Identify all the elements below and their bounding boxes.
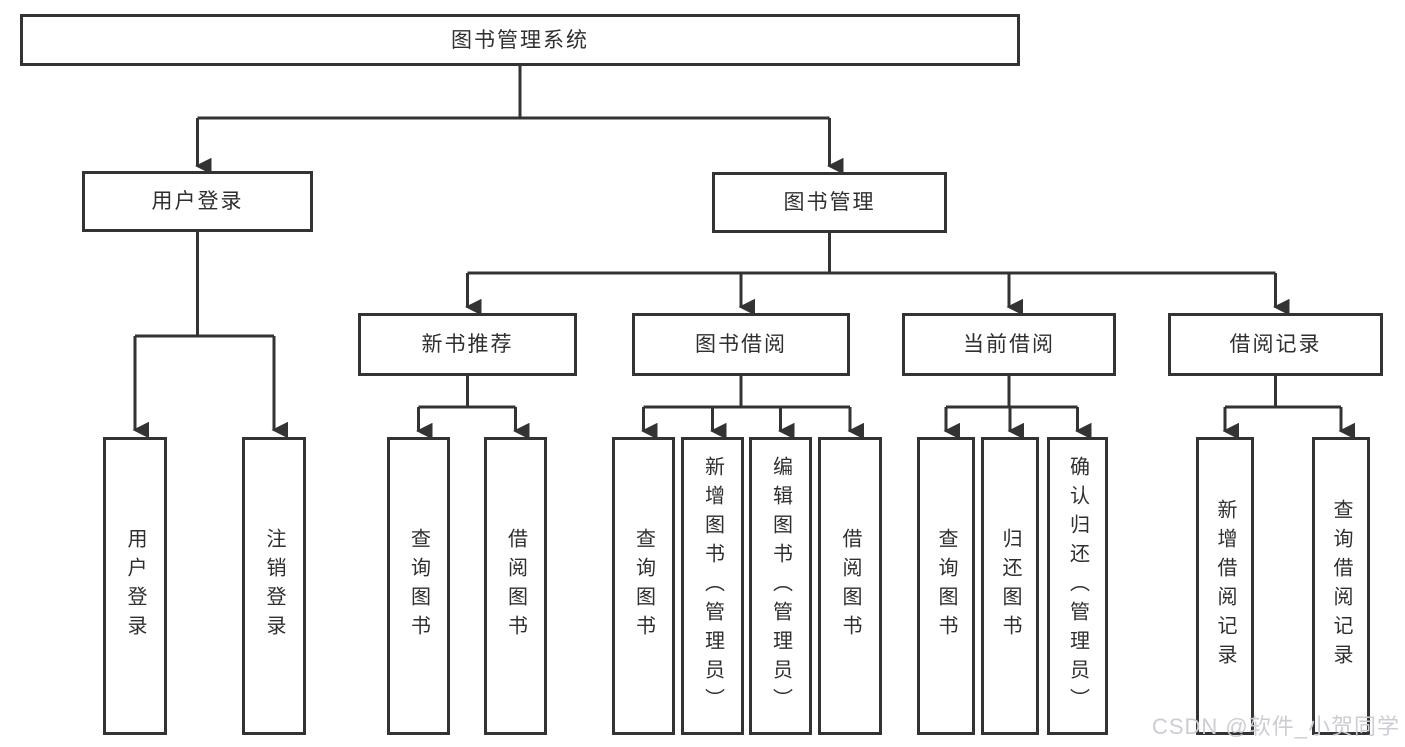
leaf-confirm-return-admin: 确认归还（管理员） — [1047, 437, 1108, 735]
leaf-label: 查询图书 — [407, 528, 430, 644]
leaf-add-book-admin: 新增图书（管理员） — [681, 437, 744, 735]
node-borrowing-records: 借阅记录 — [1168, 313, 1383, 376]
csdn-watermark: CSDN @软件_小贺同学 — [1151, 714, 1400, 739]
node-current-borrowing: 当前借阅 — [902, 313, 1116, 376]
leaf-label: 用户登录 — [124, 528, 146, 644]
node-label: 图书管理系统 — [451, 28, 589, 52]
node-book-borrowing: 图书借阅 — [632, 313, 850, 376]
node-user-login: 用户登录 — [82, 171, 313, 232]
leaf-borrow-books-recommend: 借阅图书 — [484, 437, 547, 735]
leaf-return-books: 归还图书 — [981, 437, 1039, 735]
node-label: 借阅记录 — [1229, 333, 1322, 356]
leaf-query-books-recommend: 查询图书 — [387, 437, 450, 735]
node-book-management: 图书管理 — [712, 172, 947, 233]
leaf-query-borrow-record: 查询借阅记录 — [1312, 437, 1370, 735]
leaf-add-borrow-record: 新增借阅记录 — [1196, 437, 1254, 735]
leaf-borrow-books: 借阅图书 — [818, 437, 882, 735]
node-label: 当前借阅 — [963, 333, 1055, 356]
leaf-label: 编辑图书（管理员） — [769, 455, 792, 717]
leaf-label: 新增图书（管理员） — [701, 455, 724, 717]
node-root-library-system: 图书管理系统 — [20, 14, 1020, 66]
node-label: 图书管理 — [783, 191, 876, 214]
leaf-label: 查询图书 — [632, 528, 655, 644]
leaf-label: 新增借阅记录 — [1214, 499, 1236, 673]
node-label: 用户登录 — [151, 190, 244, 213]
leaf-query-books-current: 查询图书 — [917, 437, 975, 735]
leaf-label: 查询借阅记录 — [1330, 499, 1352, 673]
leaf-label: 借阅图书 — [839, 528, 861, 644]
leaf-label: 归还图书 — [999, 528, 1021, 644]
node-label: 新书推荐 — [421, 333, 514, 356]
leaf-query-books-borrowing: 查询图书 — [612, 437, 675, 735]
leaf-label: 注销登录 — [263, 528, 285, 644]
leaf-logout: 注销登录 — [242, 437, 306, 735]
leaf-label: 借阅图书 — [504, 528, 527, 644]
leaf-user-login: 用户登录 — [103, 437, 167, 735]
node-label: 图书借阅 — [695, 333, 787, 356]
leaf-edit-book-admin: 编辑图书（管理员） — [749, 437, 812, 735]
leaf-label: 确认归还（管理员） — [1066, 455, 1089, 717]
node-new-book-recommendation: 新书推荐 — [358, 313, 577, 376]
leaf-label: 查询图书 — [935, 528, 957, 644]
